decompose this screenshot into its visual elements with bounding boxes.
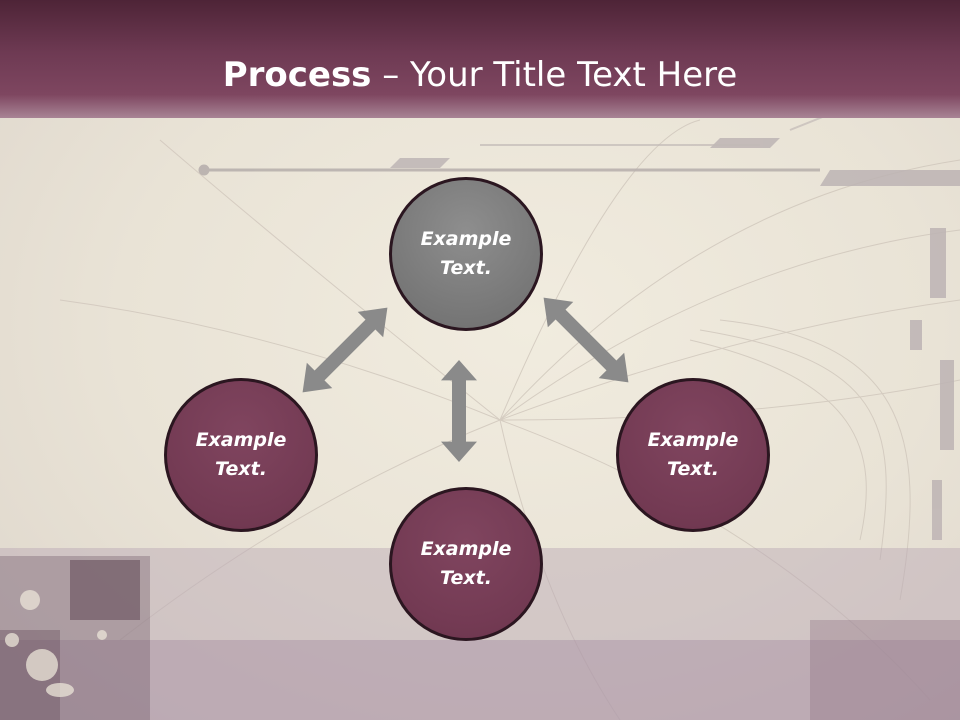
process-node-right: Example Text. — [616, 378, 770, 532]
node-text-line2: Text. — [440, 567, 492, 589]
double-arrow-icon — [289, 294, 401, 406]
process-node-bottom: Example Text. — [389, 487, 543, 641]
node-text-line1: Example — [420, 228, 512, 250]
node-text-line2: Text. — [667, 458, 719, 480]
node-text-line1: Example — [195, 429, 287, 451]
double-arrow-icon — [530, 284, 642, 396]
title-bar: Process – Your Title Text Here — [0, 0, 960, 118]
title-bold: Process — [222, 55, 372, 95]
node-text-line2: Text. — [215, 458, 267, 480]
node-text-line2: Text. — [440, 257, 492, 279]
title-rest: – Your Title Text Here — [371, 55, 738, 95]
node-text-line1: Example — [647, 429, 739, 451]
process-node-left: Example Text. — [164, 378, 318, 532]
slide-title: Process – Your Title Text Here — [0, 53, 960, 97]
node-text-line1: Example — [420, 538, 512, 560]
process-node-top: Example Text. — [389, 177, 543, 331]
double-arrow-icon — [441, 360, 477, 462]
